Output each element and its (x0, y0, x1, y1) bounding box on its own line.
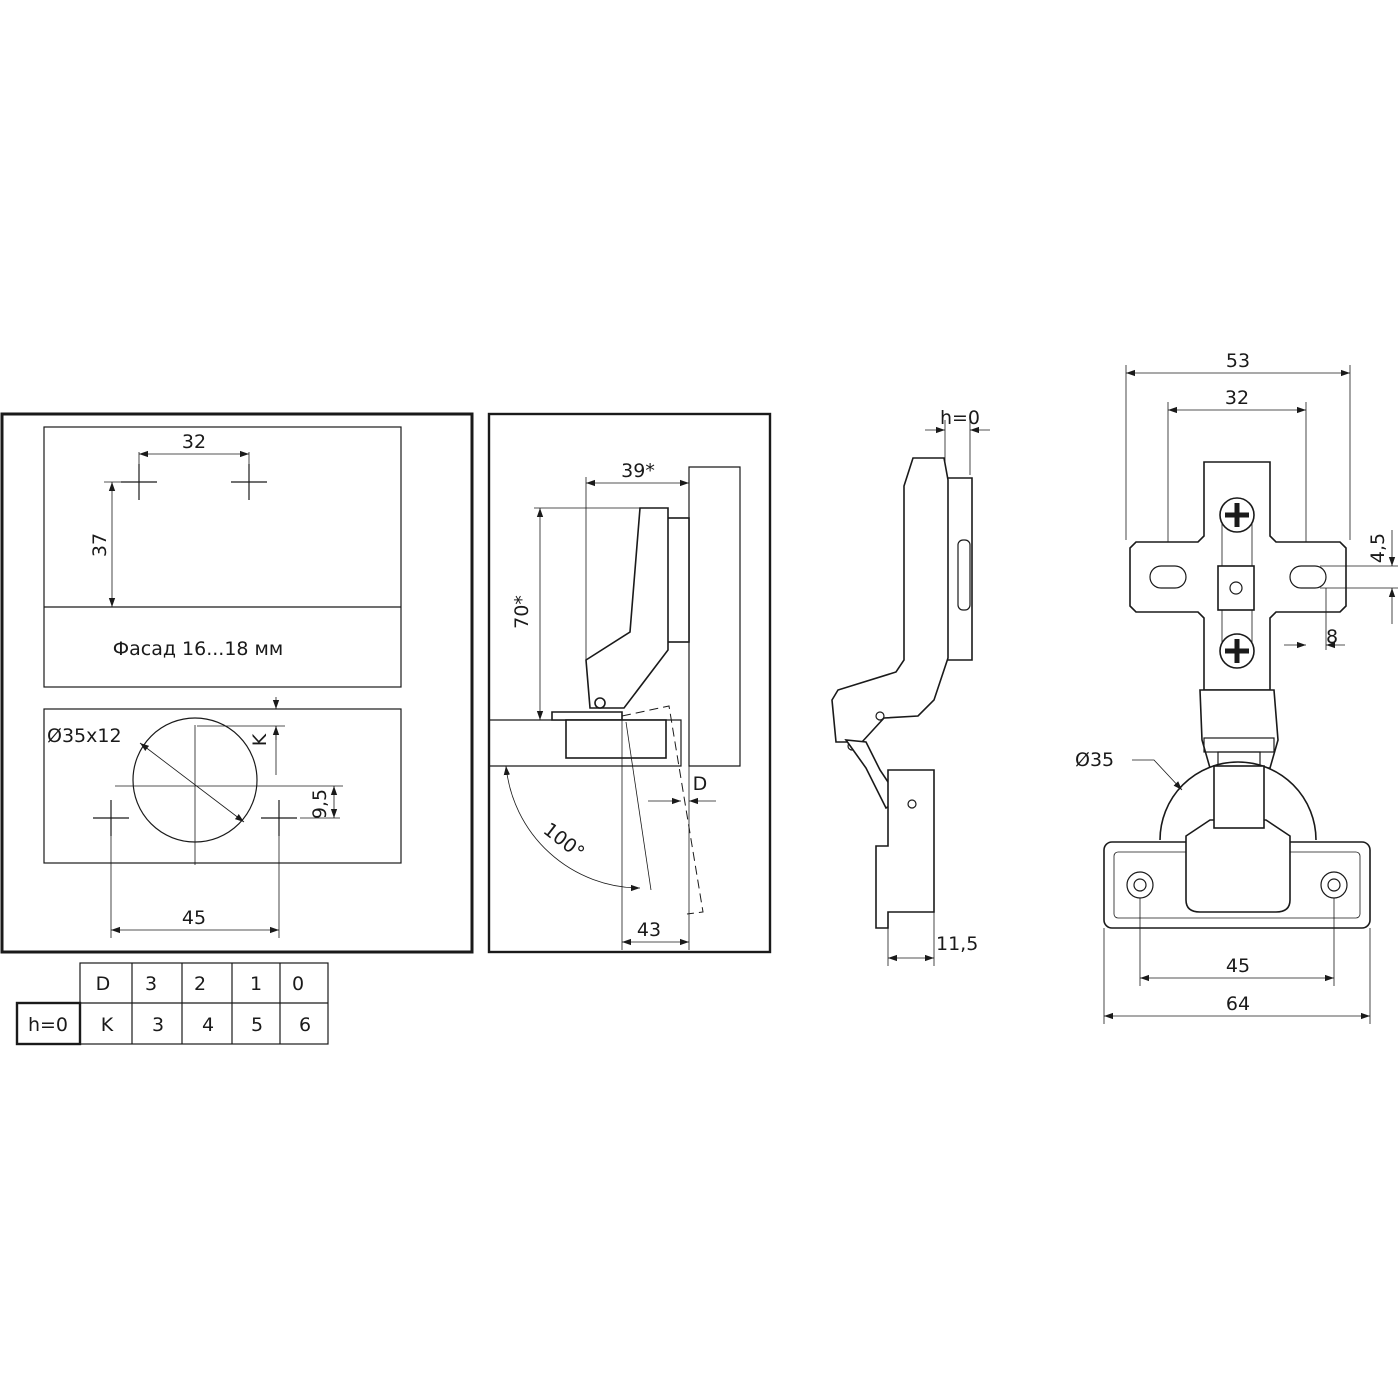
d-k-table: h=0 D 3 2 1 0 K 3 4 5 6 (15, 962, 329, 1046)
d-label: D (693, 773, 708, 795)
facade-top-view (43, 426, 402, 688)
hinge-cup (565, 719, 667, 759)
h0-label: h=0 (940, 407, 980, 429)
dim-53-label: 53 (1226, 350, 1250, 372)
adjust-window (1217, 565, 1255, 611)
dim-43-label: 43 (637, 919, 661, 941)
cup-leader (1132, 759, 1183, 791)
facade-drill-view (43, 708, 402, 864)
facade-label: Фасад 16...18 мм (113, 638, 283, 660)
section-frame (487, 412, 772, 954)
screw-mark-left (93, 800, 129, 836)
dim-64-label: 64 (1226, 993, 1250, 1015)
dim-37-label: 37 (89, 533, 111, 557)
table-header-cell: 1 (250, 973, 262, 995)
screw-mark-right (261, 800, 297, 836)
dim-9-5-label: 9,5 (309, 789, 331, 819)
panel-frame (0, 412, 474, 954)
angle-label: 100° (539, 819, 589, 865)
side-hinge-arm (831, 457, 949, 743)
table-header-cell: D (96, 973, 111, 995)
hinge-arm-section (585, 507, 669, 709)
k-label: K (249, 733, 271, 746)
dim-4-5-label: 4,5 (1367, 533, 1389, 563)
cup-35-label: Ø35 (1075, 749, 1114, 771)
front-arm (1199, 689, 1279, 769)
table-header-cell: 0 (292, 973, 304, 995)
cup-diameter-line (139, 742, 245, 823)
table-h-label: h=0 (28, 1014, 68, 1036)
dim-32-front-label: 32 (1225, 387, 1249, 409)
side-view: h=0 11,5 (831, 407, 990, 966)
table-row-cell: 5 (251, 1014, 263, 1036)
table-header-cell: 2 (194, 973, 206, 995)
slot-right (1289, 565, 1327, 589)
dim-11-5-label: 11,5 (936, 933, 978, 955)
section-panel: 39* 70* 100° D 43 (487, 412, 772, 954)
drill-plan-panel: 32 37 Фасад 16...18 мм Ø35x12 K 9,5 (0, 412, 474, 954)
table-row-cell: K (101, 1014, 114, 1036)
screw-top-icon (1219, 497, 1255, 533)
slot-left (1149, 565, 1187, 589)
table-row-cell: 4 (202, 1014, 214, 1036)
cup-body (1185, 819, 1291, 913)
table-row-cell: 3 (152, 1014, 164, 1036)
mounting-plate (665, 517, 690, 643)
cabinet-side-panel (688, 466, 741, 767)
dim-45-label: 45 (182, 907, 206, 929)
dim-39-label: 39* (621, 460, 655, 482)
table-header-cell: 3 (145, 973, 157, 995)
table-h-cell (15, 1001, 82, 1046)
side-mounting-plate (945, 477, 973, 661)
dim-45-front-label: 45 (1226, 955, 1250, 977)
cup-diameter-label: Ø35x12 (47, 725, 122, 747)
dim-32-label: 32 (182, 431, 206, 453)
dim-8-label: 8 (1326, 626, 1338, 648)
angle-arc (503, 765, 641, 892)
table-row-cell: 6 (299, 1014, 311, 1036)
hinge-cup-top (551, 711, 623, 721)
front-view: 53 32 4,5 8 (1075, 350, 1398, 1024)
dim-70-label: 70* (511, 595, 533, 629)
crosshair-right (231, 464, 267, 500)
screw-bottom-icon (1219, 633, 1255, 669)
